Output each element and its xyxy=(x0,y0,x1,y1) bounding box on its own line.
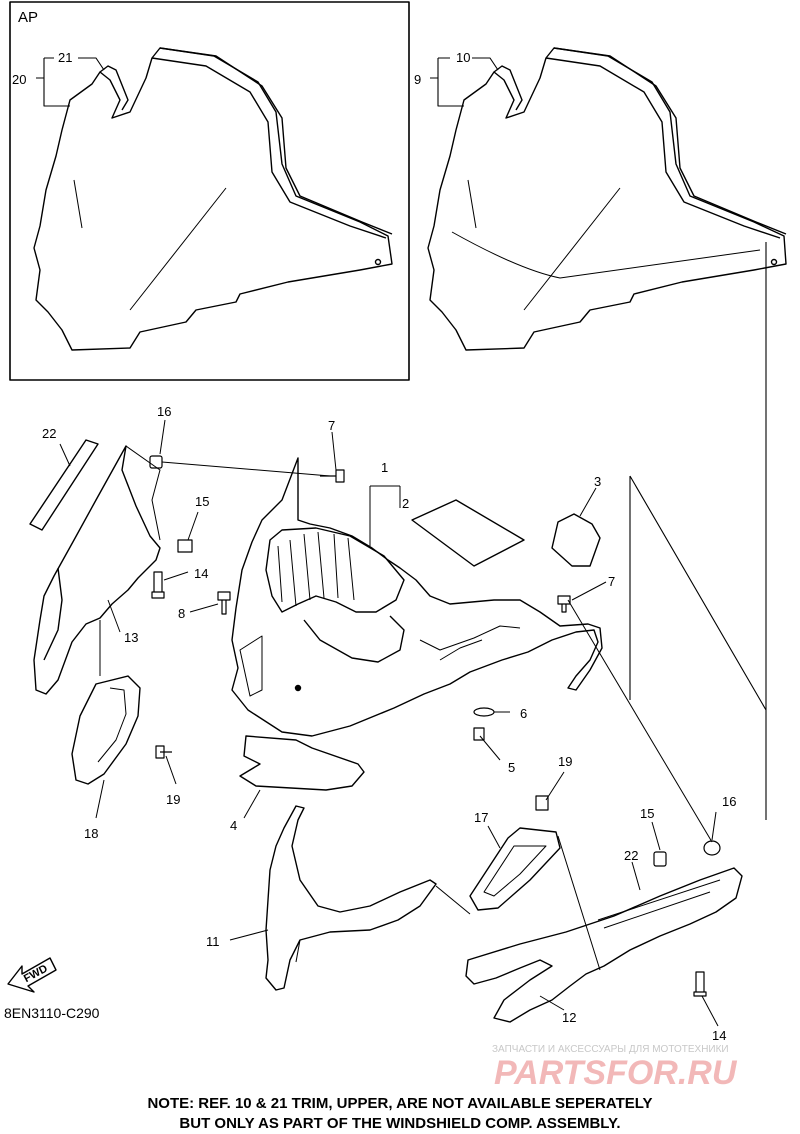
part-13-side-panel xyxy=(33,445,161,695)
callout-5: 5 xyxy=(508,760,515,775)
callout-19-left: 19 xyxy=(166,792,180,807)
callout-21: 21 xyxy=(58,50,72,65)
windshield-right xyxy=(427,47,787,351)
callout-15-left: 15 xyxy=(195,494,209,509)
callout-22-right: 22 xyxy=(624,848,638,863)
callout-labels: 20 21 10 9 22 16 7 1 2 3 15 14 13 8 7 6 … xyxy=(12,50,736,1043)
part-3-pad xyxy=(551,513,601,567)
callout-22-left: 22 xyxy=(42,426,56,441)
callout-1: 1 xyxy=(381,460,388,475)
leader-lines xyxy=(59,419,719,1027)
callout-17: 17 xyxy=(474,810,488,825)
callout-7-top: 7 xyxy=(328,418,335,433)
note-line-2: BUT ONLY AS PART OF THE WINDSHIELD COMP.… xyxy=(179,1115,621,1132)
callout-11: 11 xyxy=(206,934,220,949)
part-11-center-panel xyxy=(265,805,437,991)
callout-9: 9 xyxy=(414,72,421,87)
callout-14-right: 14 xyxy=(712,1028,726,1043)
callout-7-right: 7 xyxy=(608,574,615,589)
callout-12: 12 xyxy=(562,1010,576,1025)
part-22-trim-left xyxy=(29,439,99,531)
callout-3: 3 xyxy=(594,474,601,489)
part-1-upper-cowling xyxy=(231,457,603,737)
callout-16-top: 16 xyxy=(157,404,171,419)
watermark-tagline: ЗАПЧАСТИ И АКСЕССУАРЫ ДЛЯ МОТОТЕХНИКИ xyxy=(492,1044,729,1055)
callout-6: 6 xyxy=(520,706,527,721)
part-2-seal xyxy=(411,499,525,567)
callout-15-right: 15 xyxy=(640,806,654,821)
callout-20: 20 xyxy=(12,72,26,87)
callout-18: 18 xyxy=(84,826,98,841)
callout-2: 2 xyxy=(402,496,409,511)
fwd-arrow-icon: FWD xyxy=(7,957,57,993)
note-line-1: NOTE: REF. 10 & 21 TRIM, UPPER, ARE NOT … xyxy=(147,1095,653,1112)
callout-16-right: 16 xyxy=(722,794,736,809)
diagram-code: 8EN3110-C290 xyxy=(4,1005,100,1021)
watermark: ЗАПЧАСТИ И АКСЕССУАРЫ ДЛЯ МОТОТЕХНИКИ PA… xyxy=(492,1044,738,1092)
part-12-lower-fairing xyxy=(465,867,743,1023)
callout-10: 10 xyxy=(456,50,470,65)
part-17-bracket xyxy=(469,827,561,911)
callout-19-right: 19 xyxy=(558,754,572,769)
callout-8: 8 xyxy=(178,606,185,621)
callout-4: 4 xyxy=(230,818,237,833)
part-18-inner-panel xyxy=(71,675,141,785)
part-4-lower-cover xyxy=(239,735,365,791)
inset-frame xyxy=(9,1,410,381)
callout-13: 13 xyxy=(124,630,138,645)
callout-14-left: 14 xyxy=(194,566,208,581)
watermark-logo: PARTSFOR.RU xyxy=(494,1054,738,1092)
windshield-left xyxy=(33,47,393,351)
inset-label: AP xyxy=(18,9,38,26)
